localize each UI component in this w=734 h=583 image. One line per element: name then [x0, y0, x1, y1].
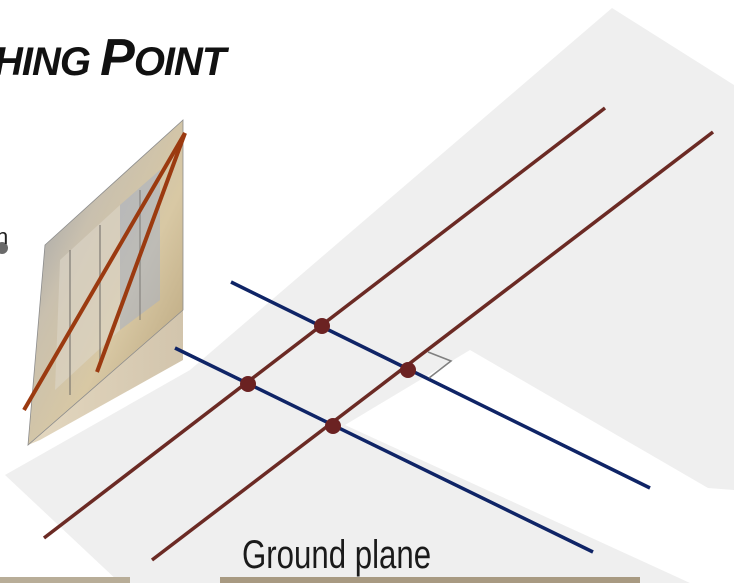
ground-plane — [5, 8, 734, 583]
left-edge-glyph: n — [0, 224, 8, 249]
right-angle-marker — [427, 351, 453, 379]
cross-line-top — [230, 280, 651, 490]
rail-line-right — [150, 130, 715, 562]
intersection-point — [400, 362, 416, 378]
ground-plane-label: Ground plane — [242, 533, 432, 577]
slide-title: HING POINT — [0, 28, 227, 88]
bottom-photo-strip — [220, 577, 640, 583]
title-part-1: HING — [0, 40, 101, 84]
intersection-point — [314, 318, 330, 334]
intersection-point — [240, 376, 256, 392]
photo-line-1 — [22, 131, 187, 412]
photo-line-2 — [95, 132, 187, 373]
camera-icon — [0, 242, 8, 254]
title-part-2: P — [100, 29, 135, 87]
intersection-point — [325, 418, 341, 434]
hallway-photo — [22, 119, 187, 446]
title-part-3: OINT — [133, 40, 227, 84]
